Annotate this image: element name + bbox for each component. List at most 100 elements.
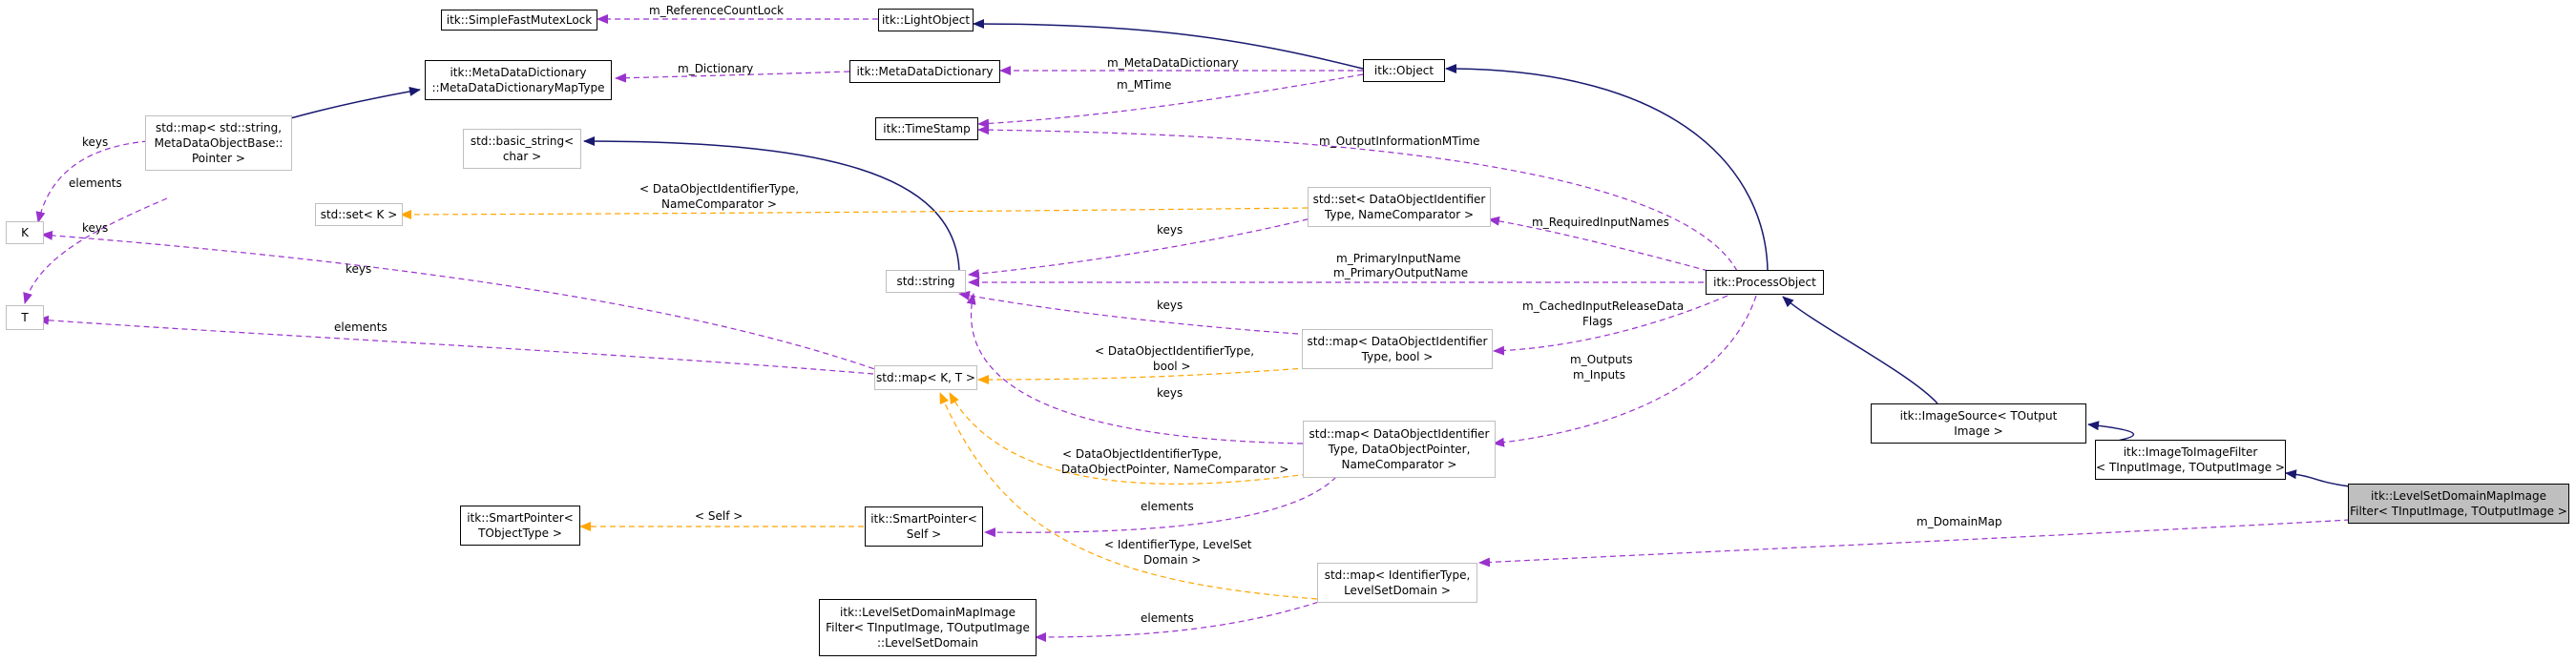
edge-metadatadict-to-maptype [615,71,850,83]
node-line: Pointer > [192,152,245,165]
label-cached-1: m_CachedInputReleaseData [1522,300,1684,313]
node-line: Filter< TInputImage, TOutputImage > [2350,505,2567,518]
edge-stdmapbool-to-stdstring [958,291,1299,335]
node-stdmap-metadata[interactable]: std::map< std::string,MetaDataObjectBase… [145,115,292,171]
label-m-primaryinputname-2: m_PrimaryOutputName [1333,266,1468,279]
edge-stdmaplsd-to-levelsetdomain [1035,595,1337,642]
node-stdmap-kt[interactable]: std::map< K, T > [874,365,977,390]
node-stdstring[interactable]: std::string [886,270,966,293]
node-line: itk::MetaDataDictionary [450,66,587,79]
node-line: itk::ImageToImageFilter [2123,445,2258,459]
label-keys-a: keys [82,135,108,149]
node-line: std::set< DataObjectIdentifier [1312,193,1486,206]
edge-stdsetdo-to-stdstring [968,214,1328,279]
label-elements-c: elements [1141,500,1194,513]
node-line: std::map< DataObjectIdentifier [1307,335,1488,348]
edge-stdmapkt-to-k [41,230,884,373]
node-line: char > [502,150,542,163]
label-self: < Self > [695,509,743,523]
label-m-referencecountlock: m_ReferenceCountLock [649,4,784,17]
edge-stdmapmeta-to-t [23,197,168,304]
edge-object-to-timestamp [977,73,1364,129]
node-line: itk::ProcessObject [1713,276,1816,289]
label-elements-b: elements [334,320,387,334]
node-lightobject[interactable]: itk::LightObject [878,9,974,31]
node-processobject[interactable]: itk::ProcessObject [1706,270,1824,295]
edge-stdmapdop-to-stdstring [966,293,1304,444]
node-smartpointer-tobject[interactable]: itk::SmartPointer<TObjectType > [460,506,580,546]
label-elements-d: elements [1141,611,1194,625]
usage-edges [23,14,2351,642]
label-dataobject-namecomparator-1: < DataObjectIdentifierType, [639,182,799,196]
label-dataobject-pointer-2: DataObjectPointer, NameComparator > [1061,463,1288,476]
label-m-dictionary: m_Dictionary [678,62,753,75]
label-m-outputinformationmtime: m_OutputInformationMTime [1319,134,1480,148]
label-dataobject-bool-2: bool > [1153,360,1191,373]
edge-stdmapkt-to-t [37,315,874,375]
edge-imagesource-to-processobject [1782,296,1938,404]
node-line: itk::Object [1373,64,1435,77]
node-metadatadictionarymaptype[interactable]: itk::MetaDataDictionary::MetaDataDiction… [425,60,612,100]
label-m-primaryinputname-1: m_PrimaryInputName [1336,252,1461,265]
node-stdset-k[interactable]: std::set< K > [315,203,403,226]
node-line: itk::LevelSetDomainMapImage [840,606,1016,619]
edge-levelsetfilter-to-stdmaplsd [1478,519,2351,568]
node-line: itk::MetaDataDictionary [856,65,994,78]
node-line: itk::ImageSource< TOutput [1899,409,2058,423]
edge-labels: m_ReferenceCountLock m_Dictionary m_Meta… [69,4,2002,625]
label-dataobject-namecomparator-2: NameComparator > [661,197,777,211]
node-metadatadictionary[interactable]: itk::MetaDataDictionary [849,60,1000,83]
node-line: itk::SmartPointer< [467,511,574,525]
label-m-inputs: m_Inputs [1573,368,1625,382]
edge-processobject-to-object [1445,64,1769,272]
edge-stdmapdop-to-stdmapkt [949,392,1309,485]
node-line: std::map< DataObjectIdentifier [1309,427,1490,441]
node-t[interactable]: T [6,305,44,330]
node-imagetoimagefilter[interactable]: itk::ImageToImageFilter< TInputImage, TO… [2095,440,2286,480]
node-smartpointer-self[interactable]: itk::SmartPointer<Self > [865,506,983,547]
label-identifiertype-levelset-2: Domain > [1143,553,1201,567]
edge-levelsetfilter-to-imagetoimage [2285,469,2351,487]
node-stdmap-levelsetdomain[interactable]: std::map< IdentifierType,LevelSetDomain … [1317,563,1477,603]
node-line: Type, DataObjectPointer, [1328,443,1471,456]
label-keys-e: keys [1157,299,1183,312]
node-line: NameComparator > [1341,458,1457,471]
node-line: < TInputImage, TOutputImage > [2096,461,2285,474]
edge-processobject-to-stdmapbool [1493,295,1728,356]
node-line: LevelSetDomain > [1344,584,1451,597]
node-k[interactable]: K [6,221,44,244]
node-simplefastmutexlock[interactable]: itk::SimpleFastMutexLock [441,10,597,31]
label-elements-a: elements [69,176,122,190]
node-line: Image > [1954,424,2003,438]
node-line: itk::SimpleFastMutexLock [446,13,593,27]
label-keys-b: keys [82,221,108,235]
node-line: std::map< IdentifierType, [1324,568,1471,582]
node-line: std::map< K, T > [876,371,975,384]
label-m-mtime: m_MTime [1117,78,1171,92]
node-line: std::set< K > [320,208,398,221]
label-keys-f: keys [1157,386,1183,400]
edge-stdmaplsd-to-stdmapkt [939,392,1318,600]
node-line: MetaDataObjectBase:: [154,136,283,150]
node-line: std::string [896,275,955,288]
node-object[interactable]: itk::Object [1363,59,1445,82]
edge-processobject-to-stdsetdo [1488,216,1709,272]
node-timestamp[interactable]: itk::TimeStamp [875,117,978,140]
label-m-outputs: m_Outputs [1570,353,1633,366]
node-line: itk::LightObject [881,13,971,27]
node-basicstring[interactable]: std::basic_string<char > [463,129,581,169]
label-identifiertype-levelset-1: < IdentifierType, LevelSet [1104,538,1252,551]
label-m-metadatadictionary: m_MetaDataDictionary [1107,56,1239,70]
node-line: Type, NameComparator > [1324,208,1475,221]
edge-stdstring-to-basicstring [583,136,960,271]
label-m-domainmap: m_DomainMap [1916,515,2002,528]
node-line: Self > [906,527,942,541]
label-keys-c: keys [1157,223,1183,237]
